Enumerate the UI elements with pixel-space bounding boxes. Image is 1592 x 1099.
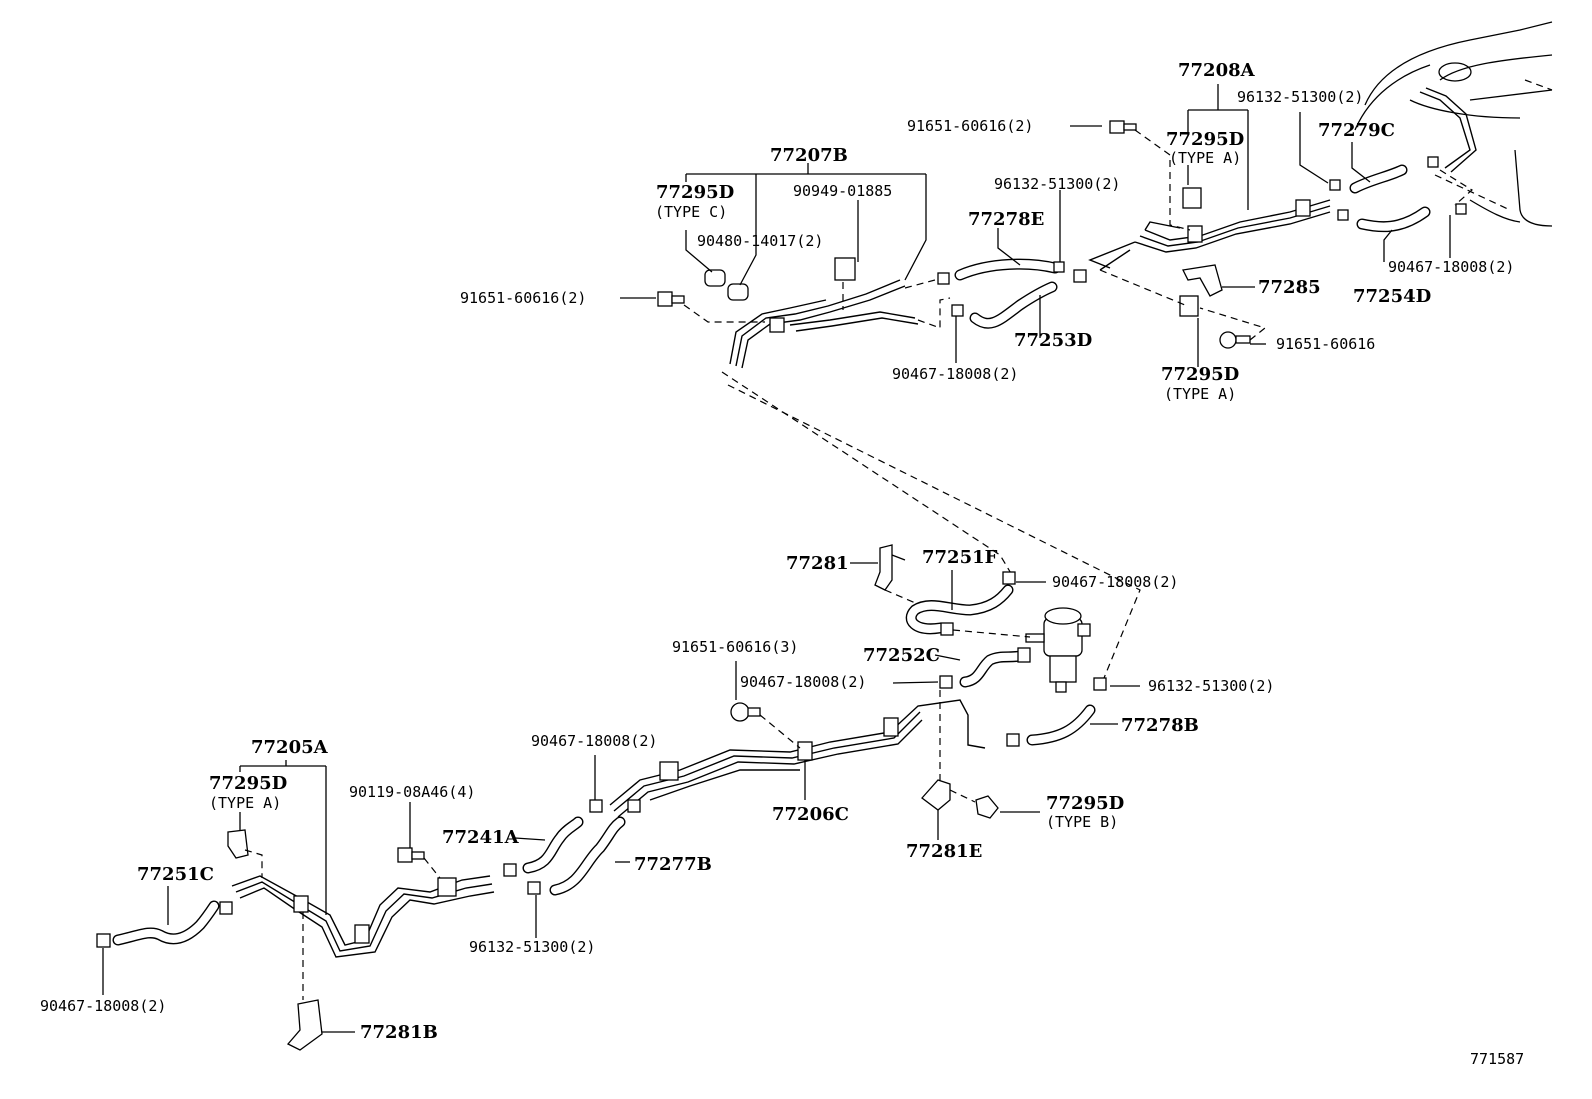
label-96132-51300: 96132-51300(2)	[469, 938, 596, 956]
label-77277b: 77277B	[634, 854, 712, 875]
grommet-icon	[704, 269, 726, 287]
label-90467-18008: 90467-18008(2)	[531, 732, 658, 750]
label-91651-60616: 91651-60616(2)	[460, 289, 587, 307]
label-90467-18008: 90467-18008(2)	[892, 365, 1019, 383]
tube-assembly-77208a	[1088, 199, 1331, 271]
bolt-icon	[730, 702, 761, 722]
label-77205a: 77205A	[251, 737, 328, 758]
label-77254d: 77254D	[1353, 286, 1432, 307]
clip-icon	[219, 901, 233, 915]
label-77295d: 77295D	[1161, 364, 1240, 385]
label-type-a: (TYPE A)	[1169, 149, 1242, 167]
tube-assembly-77206c	[609, 699, 986, 818]
label-77295d: 77295D	[1166, 129, 1245, 150]
label-77295d: 77295D	[1046, 793, 1125, 814]
label-90467-18008: 90467-18008(2)	[740, 673, 867, 691]
tube-assembly-77205a	[231, 875, 495, 958]
label-77278b: 77278B	[1121, 715, 1199, 736]
label-77252c: 77252C	[863, 645, 940, 666]
label-96132-51300: 96132-51300(2)	[994, 175, 1121, 193]
label-96132-51300: 96132-51300(2)	[1237, 88, 1364, 106]
clip-icon	[527, 881, 541, 895]
label-77207b: 77207B	[770, 145, 848, 166]
fuel-filter-icon	[1025, 607, 1091, 693]
label-91651-60616: 91651-60616(2)	[907, 117, 1034, 135]
clip-icon	[1329, 179, 1341, 191]
label-type-b: (TYPE B)	[1046, 813, 1119, 831]
bracket-77285-icon	[1182, 264, 1223, 297]
diagram-reference-number: 771587	[1470, 1050, 1525, 1068]
label-77281: 77281	[786, 553, 849, 574]
label-77281e: 77281E	[906, 841, 983, 862]
clip-icon	[939, 675, 953, 689]
clip-icon	[940, 622, 954, 636]
label-77251c: 77251C	[137, 864, 214, 885]
clip-icon	[1455, 203, 1467, 215]
label-90467-18008: 90467-18008(2)	[1388, 258, 1515, 276]
clip-icon	[589, 799, 603, 813]
label-90949-01885: 90949-01885	[793, 182, 893, 200]
bolt-icon	[1219, 331, 1251, 349]
clip-icon	[937, 272, 950, 285]
label-77241a: 77241A	[442, 827, 519, 848]
clip-icon	[951, 304, 964, 317]
label-type-c: (TYPE C)	[655, 203, 728, 221]
leader-lines	[102, 84, 1451, 1033]
label-type-a: (TYPE A)	[1164, 385, 1237, 403]
label-77295d: 77295D	[209, 773, 288, 794]
clip-icon	[1017, 647, 1031, 663]
clamp-icon	[1179, 295, 1199, 317]
bracket-77281e-icon	[921, 779, 951, 811]
label-90467-18008: 90467-18008(2)	[1052, 573, 1179, 591]
fuel-tank-outline	[1354, 21, 1553, 227]
bolt-icon	[397, 847, 425, 863]
label-type-a: (TYPE A)	[209, 794, 282, 812]
bracket-77281b-icon	[286, 999, 323, 1051]
clip-icon	[1073, 269, 1087, 283]
clip-icon	[1053, 261, 1065, 273]
label-90119-08a46: 90119-08A46(4)	[349, 783, 476, 801]
clip-icon	[1427, 156, 1439, 168]
clip-icon	[1337, 209, 1349, 221]
clip-icon	[96, 933, 111, 948]
bolt-icon	[657, 291, 685, 307]
clamp-icon	[975, 795, 999, 819]
label-91651-60616: 91651-60616	[1276, 335, 1376, 353]
label-77206c: 77206C	[772, 804, 849, 825]
label-91651-60616: 91651-60616(3)	[672, 638, 799, 656]
tube-assembly-77207b	[729, 257, 919, 369]
label-96132-51300: 96132-51300(2)	[1148, 677, 1275, 695]
clamp-icon	[1182, 187, 1202, 209]
label-77208a: 77208A	[1178, 60, 1255, 81]
grommet-icon	[727, 283, 749, 301]
label-77278e: 77278E	[968, 209, 1045, 230]
label-77253d: 77253D	[1014, 330, 1093, 351]
label-77285: 77285	[1258, 277, 1321, 298]
clip-icon	[627, 799, 641, 813]
label-90480-14017: 90480-14017(2)	[697, 232, 824, 250]
bracket-77281-icon	[874, 544, 893, 591]
clip-icon	[503, 863, 517, 877]
label-90467-18008: 90467-18008(2)	[40, 997, 167, 1015]
label-77251f: 77251F	[922, 547, 998, 568]
clip-icon	[1002, 571, 1016, 585]
label-77295d: 77295D	[656, 182, 735, 203]
label-77281b: 77281B	[360, 1022, 438, 1043]
clip-icon	[1006, 733, 1020, 747]
label-77279c: 77279C	[1318, 120, 1395, 141]
bolt-icon	[1109, 120, 1137, 134]
clamp-icon	[227, 829, 249, 859]
clip-icon	[1093, 677, 1107, 691]
